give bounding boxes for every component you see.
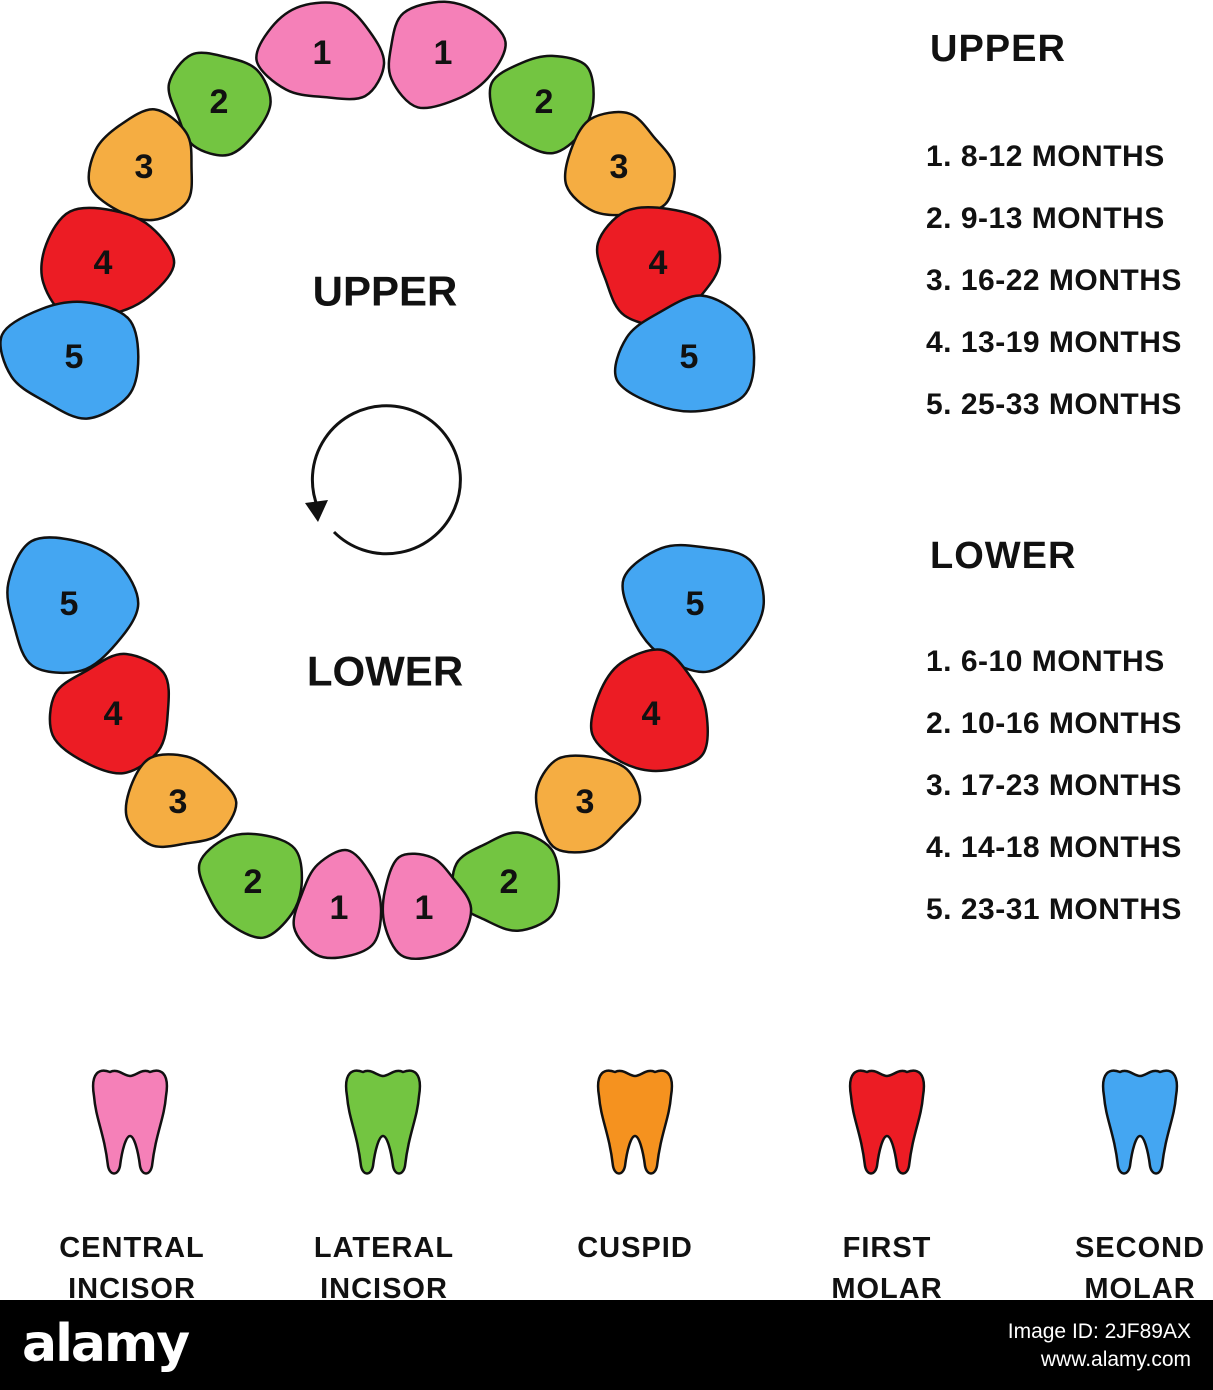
upper-tooth: 1 xyxy=(255,1,386,101)
label-cuspid: CUSPID xyxy=(577,1232,693,1264)
watermark-bar: alamy Image ID: 2JF89AX www.alamy.com xyxy=(0,1300,1213,1390)
lower-tooth-number: 4 xyxy=(104,695,123,733)
legend-upper-title: UPPER xyxy=(930,28,1066,70)
legend-lower-item: 2. 10-16 MONTHS xyxy=(926,707,1182,740)
circular-arrow-icon xyxy=(305,404,462,556)
site-url-text: www.alamy.com xyxy=(1040,1348,1191,1371)
upper-tooth: 2 xyxy=(167,51,272,157)
legend-lower-item: 5. 23-31 MONTHS xyxy=(926,893,1182,926)
tooth-type-icons xyxy=(91,1069,1179,1175)
legend-lower-item: 4. 14-18 MONTHS xyxy=(926,831,1182,864)
lower-arch: 5 5 4 4 3 3 2 2 1 1 xyxy=(6,536,765,961)
lower-jaw-title: LOWER xyxy=(307,648,463,695)
legend-upper-item: 3. 16-22 MONTHS xyxy=(926,264,1182,297)
lower-tooth-number: 1 xyxy=(415,889,434,927)
lower-tooth: 2 xyxy=(197,832,304,940)
lower-tooth-shape xyxy=(292,848,383,960)
lower-tooth-number: 2 xyxy=(244,863,263,901)
lower-tooth-shape xyxy=(589,648,710,773)
lower-tooth: 1 xyxy=(381,852,473,961)
legend-lower-item: 3. 17-23 MONTHS xyxy=(926,769,1182,802)
upper-tooth-shape xyxy=(40,206,176,321)
upper-tooth-number: 5 xyxy=(680,338,699,376)
lower-tooth: 4 xyxy=(48,652,171,775)
lower-tooth-number: 3 xyxy=(169,783,188,821)
lower-tooth: 3 xyxy=(534,754,642,854)
upper-tooth-number: 2 xyxy=(210,83,229,121)
lower-tooth: 4 xyxy=(589,648,710,773)
lower-tooth-number: 1 xyxy=(330,889,349,927)
legend-upper-item: 2. 9-13 MONTHS xyxy=(926,202,1165,235)
tooth-icon xyxy=(1101,1069,1179,1175)
upper-tooth-number: 3 xyxy=(610,148,629,186)
lower-tooth-shape xyxy=(6,536,140,675)
lower-tooth-shape xyxy=(381,852,473,961)
upper-tooth-shape xyxy=(0,300,140,420)
watermark-meta: Image ID: 2JF89AX www.alamy.com xyxy=(1008,1318,1191,1374)
lower-tooth-shape xyxy=(124,753,238,849)
lower-tooth-shape xyxy=(621,543,765,674)
upper-tooth-number: 2 xyxy=(535,83,554,121)
upper-tooth-number: 1 xyxy=(313,34,332,72)
upper-tooth-number: 3 xyxy=(135,148,154,186)
upper-tooth: 5 xyxy=(613,294,756,413)
legend-upper-item: 5. 25-33 MONTHS xyxy=(926,388,1182,421)
upper-tooth-shape xyxy=(488,54,595,155)
lower-tooth-number: 5 xyxy=(60,585,79,623)
legend-upper-item: 1. 8-12 MONTHS xyxy=(926,140,1165,173)
lower-tooth-number: 3 xyxy=(576,783,595,821)
tooth-icon xyxy=(344,1069,422,1175)
legend-upper-list: 1. 8-12 MONTHS 2. 9-13 MONTHS 3. 16-22 M… xyxy=(926,140,1182,450)
tooth-icon xyxy=(596,1069,674,1175)
image-id-text: Image ID: 2JF89AX xyxy=(1007,1320,1191,1343)
upper-tooth: 2 xyxy=(488,54,595,155)
lower-tooth-number: 4 xyxy=(642,695,661,733)
upper-arch: 1 1 2 2 3 3 4 4 5 5 xyxy=(0,0,756,420)
upper-tooth: 3 xyxy=(563,110,676,217)
upper-tooth-number: 4 xyxy=(94,244,113,282)
lower-tooth: 5 xyxy=(621,543,765,674)
upper-tooth-shape xyxy=(613,294,756,413)
legend-upper-item: 4. 13-19 MONTHS xyxy=(926,326,1182,359)
upper-tooth-shape xyxy=(167,51,272,157)
upper-tooth: 1 xyxy=(387,0,507,110)
lower-tooth: 1 xyxy=(292,848,383,960)
upper-tooth-shape xyxy=(255,1,386,101)
legend-lower-item: 1. 6-10 MONTHS xyxy=(926,645,1165,678)
upper-tooth-number: 5 xyxy=(65,338,84,376)
lower-tooth: 5 xyxy=(6,536,140,675)
upper-tooth-number: 4 xyxy=(649,244,668,282)
lower-tooth: 3 xyxy=(124,753,238,849)
upper-tooth: 3 xyxy=(87,108,194,222)
legend-lower-list: 1. 6-10 MONTHS 2. 10-16 MONTHS 3. 17-23 … xyxy=(926,645,1182,955)
tooth-icon xyxy=(848,1069,926,1175)
upper-tooth: 5 xyxy=(0,300,140,420)
upper-tooth: 4 xyxy=(40,206,176,321)
lower-tooth-number: 2 xyxy=(500,863,519,901)
lower-tooth-shape xyxy=(534,754,642,854)
legend-lower-title: LOWER xyxy=(930,535,1077,577)
upper-tooth-shape xyxy=(87,108,194,222)
tooth-eruption-diagram: 1 1 2 2 3 3 4 4 5 5 UPPER 5 5 4 4 3 3 2 2 1 1 LOWER xyxy=(0,0,1179,1175)
upper-tooth-shape xyxy=(387,0,507,110)
upper-tooth-number: 1 xyxy=(434,34,453,72)
tooth-icon xyxy=(91,1069,169,1175)
lower-tooth-shape xyxy=(197,832,304,940)
alamy-logo: alamy xyxy=(22,1314,190,1374)
upper-jaw-title: UPPER xyxy=(313,268,458,315)
lower-tooth-number: 5 xyxy=(686,585,705,623)
